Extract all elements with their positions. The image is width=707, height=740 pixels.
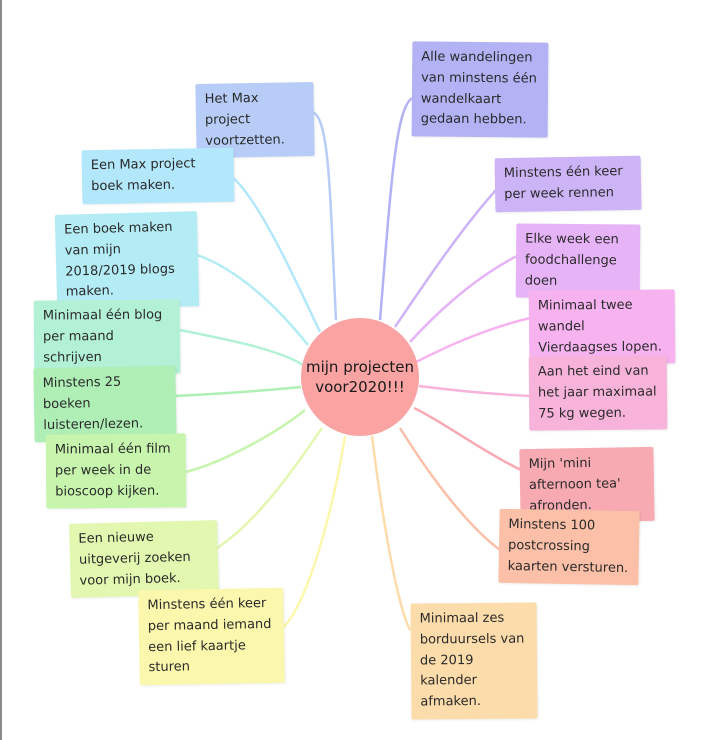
connector-line [231,176,322,333]
connector-line [370,435,412,631]
connector-line [174,385,302,398]
connector-line [185,409,306,474]
note-blog-per-maand[interactable]: Minimaal één blog per maand schrijven [33,299,181,376]
note-75-kg[interactable]: Aan het eind van het jaar maximaal 75 kg… [528,355,668,431]
connector-line [398,427,501,551]
note-film-bioscoop[interactable]: Minimaal één film per week in de bioscoo… [45,433,187,510]
note-rennen[interactable]: Minstens één keer per week rennen [494,155,642,212]
connector-line [413,406,522,472]
connector-line [415,316,531,364]
connector-line [179,328,304,367]
note-blogs-boek[interactable]: Een boek maken van mijn 2018/2019 blogs … [54,211,200,311]
note-postcrossing[interactable]: Minstens 100 postcrossing kaarten verstu… [498,508,640,586]
connector-line [418,384,531,398]
note-foodchallenge[interactable]: Elke week een foodchallenge doen [515,223,641,299]
note-max-project[interactable]: Het Max project voortzetten. [195,81,315,159]
page-border [0,0,2,740]
connector-line [409,254,518,343]
note-uitgeverij[interactable]: Een nieuwe uitgeverij zoeken voor mijn b… [69,520,219,599]
connector-line [311,110,338,321]
note-borduursels[interactable]: Minimaal zes borduursels van de 2019 kal… [410,602,538,720]
note-max-project-boek[interactable]: Een Max project boek maken. [81,147,235,204]
connector-line [282,435,347,629]
note-lief-kaartje[interactable]: Minstens één keer per maand iemand een l… [138,587,285,686]
connector-line [378,96,414,321]
note-wandelkaart[interactable]: Alle wandelingen van minstens één wandel… [411,41,549,138]
connector-line [196,253,309,346]
connector-line [216,427,324,550]
note-25-boeken[interactable]: Minstens 25 boeken luisteren/lezen. [33,365,177,443]
note-vierdaagses[interactable]: Minimaal twee wandel Vierdaagses lopen. [528,289,676,366]
central-topic[interactable]: mijn projecten voor2020!!! [301,318,419,436]
connector-line [393,189,497,328]
